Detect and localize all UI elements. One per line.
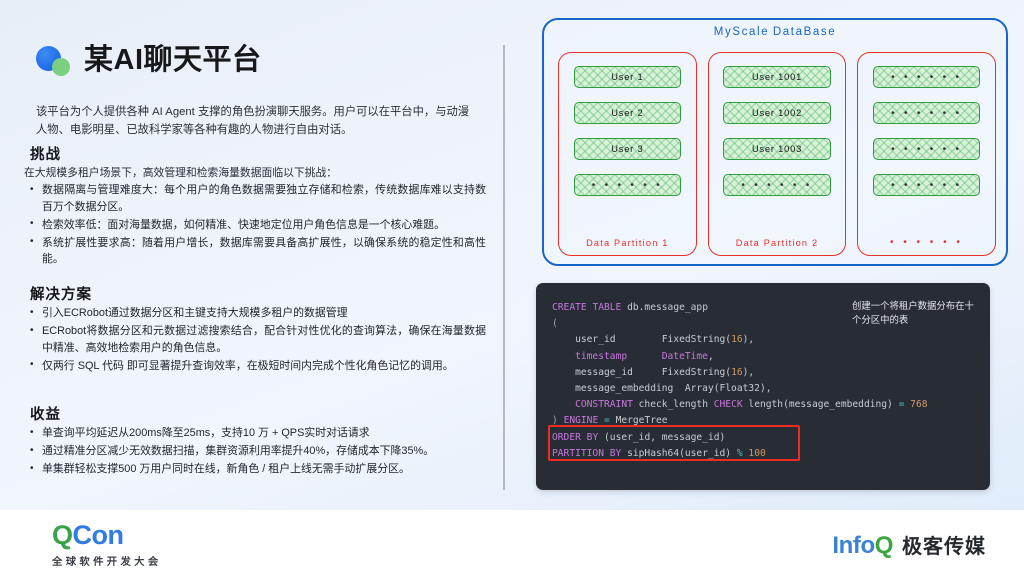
user-box: User 3 [573, 138, 681, 160]
user-box: User 1001 [723, 66, 831, 88]
section-heading-solution: 解决方案 [30, 287, 92, 303]
user-box: User 1002 [723, 102, 831, 124]
challenge-sub-lead: 在大规模多租户场景下，高效管理和检索海量数据面临以下挑战： [24, 167, 338, 179]
section-heading-benefit: 收益 [30, 407, 61, 423]
slide-content: 某AI聊天平台 该平台为个人提供各种 AI Agent 支撑的角色扮演聊天服务。… [0, 0, 1024, 510]
right-column: MyScale DataBase User 1 User 2 User 3 • … [500, 0, 1024, 510]
list-item: 单集群轻松支撑500 万用户同时在线，新角色 / 租户上线无需手动扩展分区。 [28, 461, 486, 478]
diagram-title: MyScale DataBase [713, 26, 837, 38]
partition-label: • • • • • • [889, 237, 964, 248]
data-partition-1: User 1 User 2 User 3 • • • • • • Data Pa… [558, 52, 697, 256]
challenge-bullet-list: 数据隔离与管理难度大：每个用户的角色数据需要独立存储和检索，传统数据库难以支持数… [28, 181, 486, 269]
page-title: 某AI聊天平台 [84, 44, 262, 77]
user-box-ellipsis: • • • • • • [723, 174, 831, 196]
list-item: ECRobot将数据分区和元数据过滤搜索结合，配合针对性优化的查询算法，确保在海… [28, 323, 486, 356]
user-box-ellipsis: • • • • • • [873, 138, 981, 160]
infoq-logo: InfoQ 极客传媒 [832, 530, 986, 560]
partition-label: Data Partition 1 [586, 238, 669, 248]
list-item: 通过精准分区减少无效数据扫描，集群资源利用率提升40%，存储成本下降35%。 [28, 443, 486, 460]
solution-bullet-list: 引入ECRobot通过数据分区和主键支持大规模多租户的数据管理 ECRobot将… [28, 305, 486, 376]
list-item: 系统扩展性要求高：随着用户增长，数据库需要具备高扩展性，以确保系统的稳定性和高性… [28, 234, 486, 268]
benefit-bullet-list: 单查询平均延迟从200ms降至25ms，支持10 万 + QPS实时对话请求 通… [28, 425, 486, 479]
qcon-q-letter: Q [52, 520, 73, 550]
code-annotation: 创建一个将租户数据分布在十个分区中的表 [852, 300, 974, 325]
partition-container: User 1 User 2 User 3 • • • • • • Data Pa… [558, 52, 997, 256]
infoq-chinese-name: 极客传媒 [902, 536, 986, 558]
qcon-wordmark: QCon [52, 522, 162, 549]
infoq-info-letters: Info [832, 532, 875, 559]
slide-footer: QCon 全球软件开发大会 InfoQ 极客传媒 [0, 510, 1024, 576]
user-box-ellipsis: • • • • • • [873, 174, 981, 196]
user-box: User 2 [573, 102, 681, 124]
database-diagram: MyScale DataBase User 1 User 2 User 3 • … [542, 18, 1008, 266]
data-partition-ellipsis: • • • • • • • • • • • • • • • • • • • • … [857, 52, 997, 256]
infoq-q-letter: Q [874, 532, 894, 559]
code-text: CREATE TABLE db.message_app ( user_id Fi… [552, 302, 928, 459]
lead-paragraph: 该平台为个人提供各种 AI Agent 支撑的角色扮演聊天服务。用户可以在平台中… [36, 106, 470, 137]
qcon-con-letters: Con [72, 520, 124, 550]
data-partition-2: User 1001 User 1002 User 1003 • • • • • … [707, 52, 847, 256]
list-item: 单查询平均延迟从200ms降至25ms，支持10 万 + QPS实时对话请求 [28, 425, 486, 442]
logo-green-circle [52, 58, 70, 76]
section-heading-challenge: 挑战 [30, 147, 61, 163]
user-box: User 1 [573, 66, 681, 88]
user-box: User 1003 [723, 138, 831, 160]
user-box-ellipsis: • • • • • • [573, 174, 681, 196]
infoq-wordmark: InfoQ [832, 532, 893, 560]
left-column: 某AI聊天平台 该平台为个人提供各种 AI Agent 支撑的角色扮演聊天服务。… [0, 0, 500, 510]
list-item: 检索效率低：面对海量数据，如何精准、快速地定位用户角色信息是一个核心难题。 [28, 216, 486, 234]
qcon-subtitle: 全球软件开发大会 [52, 557, 162, 568]
brand-logo-icon [36, 44, 70, 78]
user-box-ellipsis: • • • • • • [873, 66, 981, 88]
partition-label: Data Partition 2 [735, 238, 819, 248]
user-box-ellipsis: • • • • • • [873, 102, 981, 124]
list-item: 仅两行 SQL 代码 即可显著提升查询效率，在极短时间内完成个性化角色记忆的调用… [28, 357, 486, 375]
qcon-logo: QCon 全球软件开发大会 [52, 522, 162, 569]
title-row: 某AI聊天平台 [36, 44, 262, 78]
list-item: 数据隔离与管理难度大：每个用户的角色数据需要独立存储和检索，传统数据库难以支持数… [28, 181, 486, 215]
column-divider [503, 45, 505, 490]
sql-code-block: CREATE TABLE db.message_app ( user_id Fi… [536, 283, 990, 490]
list-item: 引入ECRobot通过数据分区和主键支持大规模多租户的数据管理 [28, 305, 486, 322]
